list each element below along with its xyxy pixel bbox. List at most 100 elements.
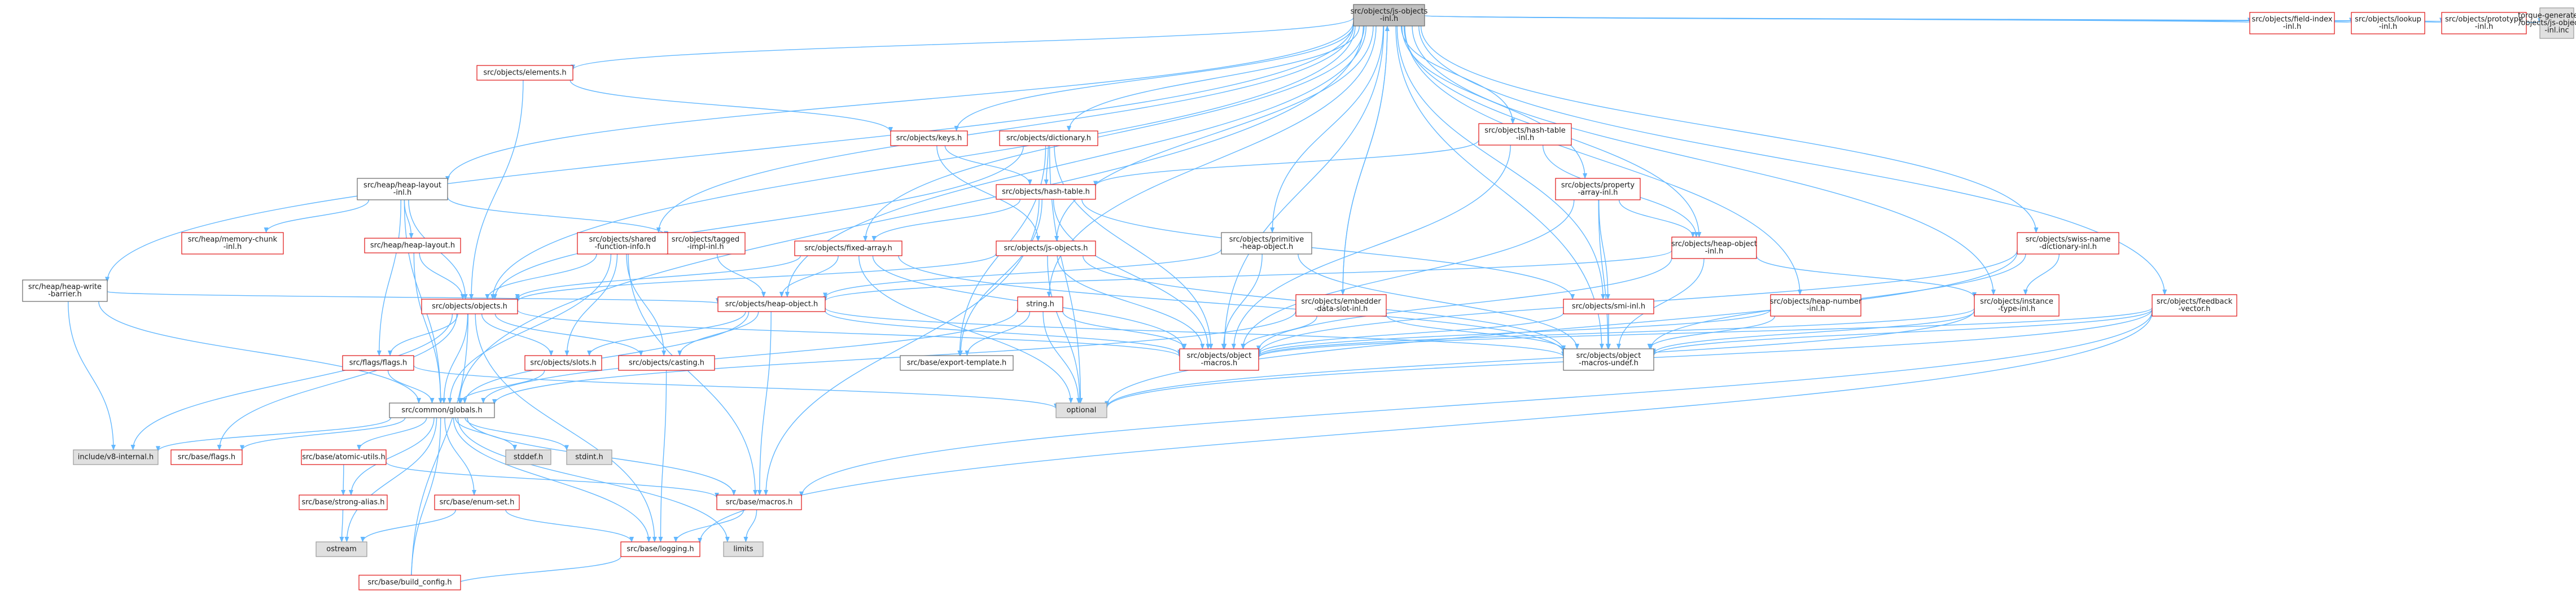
edge-heapnumber-to-objmacros <box>1256 309 1771 357</box>
edge-instancetype-to-objmacros <box>1256 308 1975 358</box>
node-feedback[interactable]: src/objects/feedback-vector.h <box>2152 294 2237 317</box>
node-label: src/base/logging.h <box>627 545 694 554</box>
edge-layer <box>68 15 2541 588</box>
node-stringh[interactable]: string.h <box>1017 296 1063 312</box>
node-objmacrosundef[interactable]: src/objects/object-macros-undef.h <box>1563 348 1654 371</box>
node-label: -inl.h <box>1705 247 1724 256</box>
node-heaplayoutinl[interactable]: src/heap/heap-layout-inl.h <box>357 178 448 200</box>
node-lookup[interactable]: src/objects/lookup-inl.h <box>2351 12 2425 34</box>
node-logging[interactable]: src/base/logging.h <box>620 541 700 557</box>
node-heapobject[interactable]: src/objects/heap-object.h <box>717 296 826 312</box>
node-flags[interactable]: src/flags/flags.h <box>342 355 414 371</box>
node-globals[interactable]: src/common/globals.h <box>389 402 495 418</box>
node-label: src/objects/fixed-array.h <box>804 244 892 253</box>
node-label: src/objects/heap-number <box>1770 297 1862 306</box>
node-box <box>1478 123 1572 146</box>
node-torque[interactable]: torque-generated/src/objects/js-objects-… <box>2518 7 2576 39</box>
edge-sharedfi-to-basemacros <box>628 253 758 496</box>
node-casting[interactable]: src/objects/casting.h <box>618 355 715 371</box>
edge-writebarrier-to-globals <box>98 301 421 404</box>
edge-strongalias-to-ostream <box>339 509 344 542</box>
node-label: src/objects/js-objects.h <box>1004 244 1088 253</box>
node-jsobjects[interactable]: src/objects/js-objects.h <box>996 240 1096 256</box>
node-label: -inl.inc <box>2544 27 2569 35</box>
node-hashtableinl[interactable]: src/objects/hash-table-inl.h <box>1478 123 1572 146</box>
edge-objects-to-slots <box>481 313 554 356</box>
node-fixedarray[interactable]: src/objects/fixed-array.h <box>794 240 903 256</box>
node-heapobjectinl[interactable]: src/objects/heap-object-inl.h <box>1671 237 1757 259</box>
node-label: src/objects/keys.h <box>896 134 962 143</box>
node-label: src/objects/slots.h <box>530 359 596 367</box>
edge-propertyarray-to-objmacros <box>1241 199 1575 349</box>
edge-root-to-sharedfi <box>656 25 1354 233</box>
node-box <box>1770 294 1861 317</box>
node-sharedfi[interactable]: src/objects/shared-function-info.h <box>577 232 668 255</box>
edge-heapobjectinl-to-heapobject <box>823 249 1672 302</box>
node-root[interactable]: src/objects/js-objects-inl.h <box>1351 4 1428 27</box>
node-slots[interactable]: src/objects/slots.h <box>524 355 602 371</box>
node-box <box>2351 12 2425 34</box>
node-box <box>1295 294 1387 317</box>
node-atomicutils[interactable]: src/base/atomic-utils.h <box>301 449 387 465</box>
node-label: src/objects/primitive <box>1229 235 1304 244</box>
node-box <box>1055 402 1107 418</box>
node-keys[interactable]: src/objects/keys.h <box>890 130 968 146</box>
node-label: src/objects/feedback <box>2157 297 2233 306</box>
node-objects[interactable]: src/objects/objects.h <box>421 299 518 314</box>
node-embedder[interactable]: src/objects/embedder-data-slot-inl.h <box>1295 294 1387 317</box>
edge-objects-to-baseflags <box>217 313 458 450</box>
node-exporttemplate[interactable]: src/base/export-template.h <box>900 355 1014 371</box>
edge-globals-to-limits <box>457 417 730 542</box>
edge-root-to-feedback <box>1418 25 2167 295</box>
edge-heapobject-to-objmacrosundef <box>825 307 1566 357</box>
node-objmacros[interactable]: src/objects/object-macros.h <box>1179 348 1259 371</box>
node-strongalias[interactable]: src/base/strong-alias.h <box>299 494 388 510</box>
edge-feedback-to-logging <box>698 312 2153 544</box>
node-limits[interactable]: limits <box>723 541 764 557</box>
node-heapnumber[interactable]: src/objects/heap-number-inl.h <box>1770 294 1862 317</box>
node-label: src/base/macros.h <box>726 498 793 507</box>
edge-embedder-to-objmacros <box>1241 316 1317 349</box>
node-box <box>996 240 1096 256</box>
edge-keys-to-jsobjects <box>936 145 1041 242</box>
edge-instancetype-to-optional <box>1105 310 1975 408</box>
node-label: src/base/export-template.h <box>907 359 1007 367</box>
node-elements[interactable]: src/objects/elements.h <box>476 65 573 81</box>
edge-heapobject-to-slots <box>587 311 746 356</box>
node-enumset[interactable]: src/base/enum-set.h <box>434 494 520 510</box>
node-hashtable[interactable]: src/objects/hash-table.h <box>996 184 1096 200</box>
node-label: src/objects/field-index <box>2252 15 2333 24</box>
node-optional[interactable]: optional <box>1055 402 1107 418</box>
node-label: src/objects/hash-table <box>1484 126 1565 135</box>
edge-atomicutils-to-basemacros <box>385 461 719 498</box>
node-writebarrier[interactable]: src/heap/heap-write-barrier.h <box>22 279 108 302</box>
node-v8internal[interactable]: include/v8-internal.h <box>73 449 159 465</box>
node-ostream[interactable]: ostream <box>316 541 367 557</box>
node-dictionary[interactable]: src/objects/dictionary.h <box>999 130 1098 146</box>
node-baseflags[interactable]: src/base/flags.h <box>170 449 243 465</box>
edge-embedder-to-globals <box>492 310 1296 405</box>
node-label: -inl.h <box>2475 23 2494 31</box>
node-smiinl[interactable]: src/objects/smi-inl.h <box>1563 299 1654 314</box>
node-memchunk[interactable]: src/heap/memory-chunk-inl.h <box>181 232 284 255</box>
node-box <box>2017 232 2119 255</box>
edge-globals-to-enumset <box>444 417 477 496</box>
node-primheap[interactable]: src/objects/primitive-heap-object.h <box>1221 232 1312 255</box>
node-taggedimpl[interactable]: src/objects/tagged-impl-inl.h <box>665 232 746 255</box>
node-box <box>2152 294 2237 317</box>
node-stddef[interactable]: stddef.h <box>505 449 551 465</box>
edge-basemacros-to-logging <box>673 509 744 542</box>
node-prototype[interactable]: src/objects/prototype-inl.h <box>2441 12 2527 34</box>
node-propertyarray[interactable]: src/objects/property-array-inl.h <box>1555 178 1641 200</box>
edge-casting-to-logging <box>658 370 667 542</box>
edge-atomicutils-to-strongalias <box>341 464 346 496</box>
node-heaplayout[interactable]: src/heap/heap-layout.h <box>364 238 461 253</box>
node-fieldindex[interactable]: src/objects/field-index-inl.h <box>2249 12 2335 34</box>
node-box <box>890 130 968 146</box>
node-basemacros[interactable]: src/base/macros.h <box>716 494 802 510</box>
node-swissname[interactable]: src/objects/swiss-name-dictionary-inl.h <box>2017 232 2119 255</box>
node-instancetype[interactable]: src/objects/instance-type-inl.h <box>1974 294 2060 317</box>
node-stdint[interactable]: stdint.h <box>566 449 612 465</box>
node-buildconfig[interactable]: src/base/build_config.h <box>358 575 461 590</box>
